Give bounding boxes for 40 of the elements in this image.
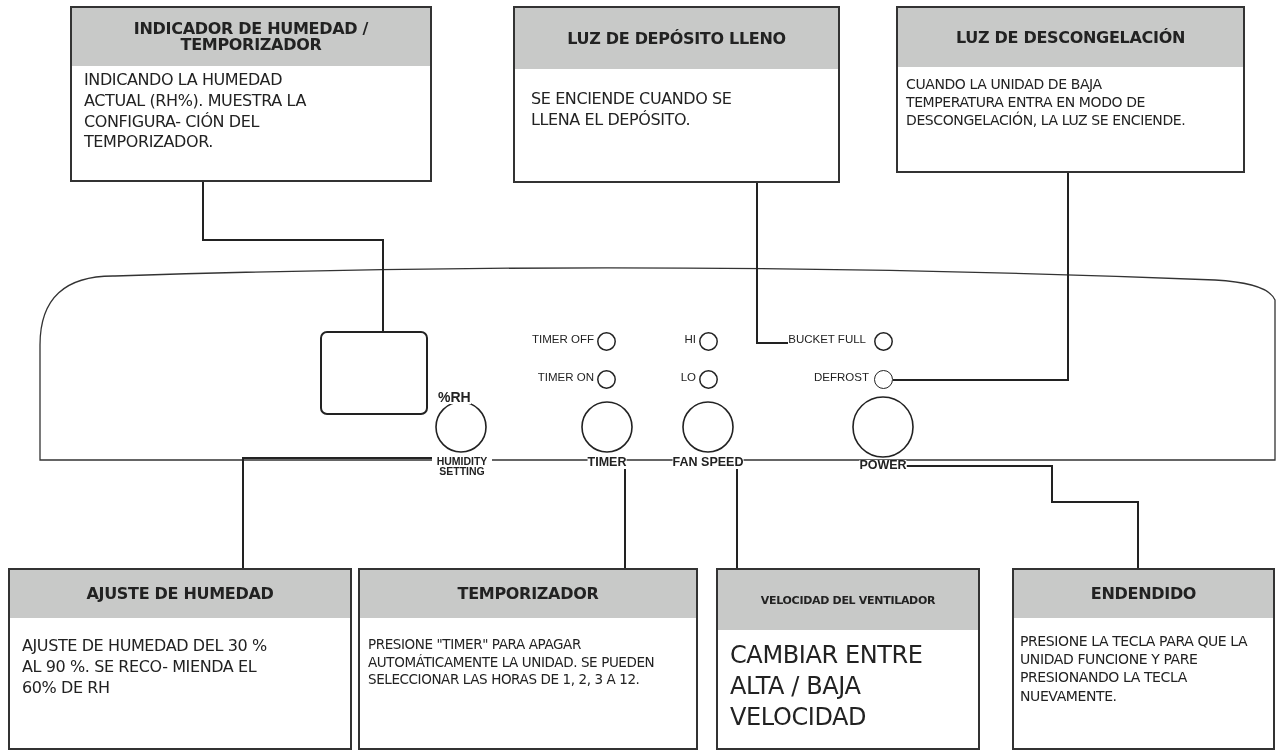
callout-box [8,568,352,750]
callout-heading: VELOCIDAD DEL VENTILADOR [718,570,978,630]
display-window [320,331,428,415]
button-label: HUMIDITY SETTING [432,457,492,477]
callout-heading: LUZ DE DEPÓSITO LLENO [515,8,838,69]
callout-text: CAMBIAR ENTRE ALTA / BAJA VELOCIDAD [729,640,924,734]
callout-box [70,6,432,182]
callout-box [358,568,698,750]
callout-box [896,6,1245,173]
callout-box [716,568,980,750]
leader-line [905,465,1139,569]
panel-label: TIMER ON [537,372,594,383]
leader-line [624,467,626,569]
button-label: FAN SPEED [672,457,744,469]
panel-label: %RH [438,391,471,405]
leader-line [892,172,1069,381]
callout-heading: TEMPORIZADOR [360,570,696,618]
callout-text: PRESIONE "TIMER" PARA APAGAR AUTOMÁTICAMENTE LA UNIDAD. SE PUEDEN SELECCIONAR LAS HORAS DE 1, 2, 3 A 12. [367,635,656,690]
indicator-label: BUCKET FULL [788,334,866,345]
panel-label: HI [684,334,696,345]
callout-heading: INDICADOR DE HUMEDAD / TEMPORIZADOR [72,8,430,66]
callout-box [513,6,840,183]
callout-text: AJUSTE DE HUMEDAD DEL 30 % AL 90 %. SE RECO- MIENDA EL 60% DE RH [21,635,268,699]
button-label: POWER [859,460,907,472]
callout-heading: AJUSTE DE HUMEDAD [10,570,350,618]
panel-label: DEFROST [814,372,869,383]
callout-text: CUANDO LA UNIDAD DE BAJA TEMPERATURA ENTRA EN MODO DE DESCONGELACIÓN, LA LUZ SE ENCIENDE. [905,75,1187,131]
leader-line [736,467,738,569]
callout-text: SE ENCIENDE CUANDO SE LLENA EL DEPÓSITO. [530,88,733,131]
panel-label: TIMER OFF [532,334,594,345]
leader-line [242,457,433,569]
callout-box [1012,568,1275,750]
callout-text: INDICANDO LA HUMEDAD ACTUAL (RH%). MUESTRA LA CONFIGURA- CIÓN DEL TEMPORIZADOR. [83,69,307,154]
callout-text: PRESIONE LA TECLA PARA QUE LA UNIDAD FUNCIONE Y PARE PRESIONANDO LA TECLA NUEVAMENTE. [1019,632,1249,706]
callout-heading: LUZ DE DESCONGELACIÓN [898,8,1243,67]
leader-line [756,182,790,344]
button-label: TIMER [587,457,627,469]
callout-heading: ENDENDIDO [1014,570,1273,618]
leader-line [202,181,384,332]
panel-label: LO [680,372,696,383]
